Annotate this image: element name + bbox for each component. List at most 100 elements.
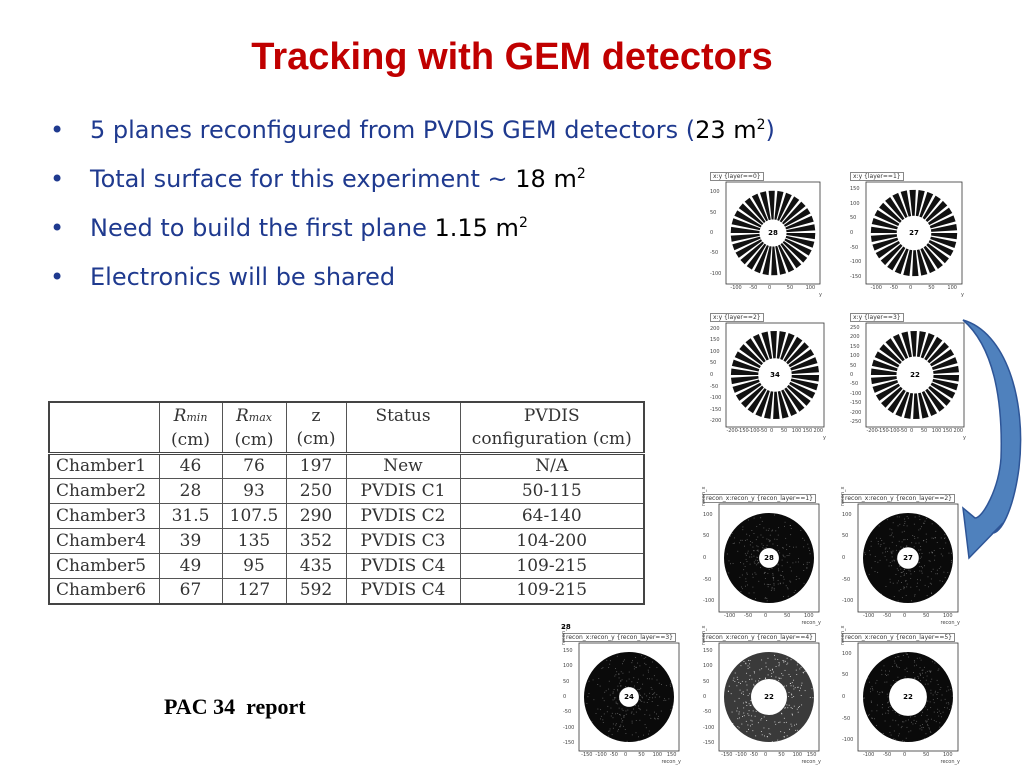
hit-speck	[768, 733, 770, 735]
hit-speck	[771, 668, 773, 670]
hit-speck	[670, 682, 672, 684]
pac-report-note: PAC 34 report	[164, 694, 306, 719]
hit-speck	[902, 721, 903, 723]
hit-speck	[929, 701, 931, 703]
hit-speck	[743, 712, 745, 714]
hit-speck	[904, 522, 906, 524]
hit-speck	[786, 549, 788, 550]
x-tick-label: 50	[784, 613, 791, 619]
hit-speck	[645, 727, 647, 729]
hit-speck	[620, 680, 622, 682]
hit-speck	[653, 675, 655, 677]
hit-speck	[909, 570, 911, 572]
hit-speck	[624, 728, 626, 730]
hit-speck	[651, 661, 653, 663]
hit-speck	[638, 692, 640, 694]
hit-speck	[631, 734, 633, 736]
detector-segment	[874, 209, 900, 226]
hit-speck	[905, 737, 907, 739]
hit-speck	[922, 726, 924, 728]
hit-speck	[923, 522, 925, 524]
hit-speck	[918, 589, 920, 591]
hit-speck	[910, 577, 912, 579]
hit-speck	[771, 588, 773, 590]
hit-speck	[798, 558, 800, 560]
x-tick-label: 0	[903, 613, 907, 619]
hit-speck	[611, 712, 613, 714]
x-tick-label: 50	[778, 752, 785, 758]
hit-speck	[747, 668, 749, 670]
hit-speck	[890, 734, 892, 736]
bullet-dot-icon: •	[50, 116, 65, 144]
hit-speck	[902, 740, 904, 742]
hit-speck	[746, 731, 748, 733]
hit-speck	[920, 549, 922, 551]
hit-speck	[800, 687, 801, 689]
hit-speck	[604, 691, 606, 693]
hit-speck	[794, 589, 796, 591]
hit-speck	[645, 664, 647, 666]
hit-speck	[938, 715, 940, 717]
hit-speck	[763, 727, 765, 729]
hit-speck	[943, 538, 945, 539]
hit-speck	[913, 536, 915, 538]
ring-plot-canvas	[718, 503, 820, 613]
detector-segment	[754, 245, 769, 274]
hit-speck	[923, 737, 925, 739]
hit-speck	[889, 581, 891, 583]
detector-segment	[913, 393, 920, 420]
hit-speck	[893, 660, 895, 662]
hit-speck	[899, 523, 901, 525]
hit-speck	[939, 726, 941, 728]
hit-speck	[750, 541, 751, 542]
plot-title: x:y {layer==3}	[850, 313, 904, 322]
hit-speck	[923, 540, 924, 542]
table-cell: 46	[158, 452, 223, 479]
hit-speck	[903, 530, 905, 532]
hit-speck	[797, 561, 799, 563]
detector-segment	[933, 365, 960, 374]
hit-speck	[732, 562, 734, 564]
hit-speck	[925, 672, 927, 674]
hit-speck	[612, 727, 614, 729]
hit-speck	[939, 722, 941, 724]
hit-speck	[749, 678, 751, 680]
hit-speck	[766, 720, 768, 721]
table-cell: PVDIS C3	[345, 528, 461, 554]
table-cell: 95	[221, 553, 287, 579]
hit-speck	[804, 671, 806, 672]
hit-speck	[626, 740, 628, 742]
bullet-list: •5 planes reconfigured from PVDIS GEM de…	[48, 112, 775, 308]
y-tick-label: -100	[842, 737, 854, 744]
hit-speck	[737, 726, 739, 728]
hit-speck	[657, 705, 659, 706]
hit-speck	[617, 688, 619, 690]
hit-speck	[778, 527, 779, 529]
hit-speck	[606, 659, 608, 661]
hit-speck	[642, 683, 644, 685]
hit-speck	[940, 699, 942, 701]
hit-speck	[619, 682, 621, 684]
hit-speck	[903, 573, 905, 575]
detector-segment	[751, 193, 769, 222]
table-row-label: Chamber5	[48, 553, 160, 579]
hit-speckle	[726, 514, 811, 602]
hit-speck	[623, 725, 624, 727]
bullet-dot-icon: •	[50, 165, 65, 193]
hit-speck	[755, 710, 757, 712]
hit-speck	[897, 562, 899, 564]
detector-segment	[927, 207, 953, 225]
hit-speck	[644, 724, 646, 726]
hit-speck	[633, 665, 635, 667]
hit-speck	[744, 566, 746, 567]
hit-speck	[610, 715, 612, 717]
hit-speck	[733, 677, 735, 679]
hit-speck	[783, 660, 785, 662]
hit-speck	[744, 553, 746, 555]
x-axis-label: recon_y	[940, 620, 960, 626]
hit-speck	[767, 572, 769, 574]
hit-speck	[753, 592, 755, 594]
hit-speck	[889, 578, 891, 580]
hit-speck	[777, 534, 779, 536]
